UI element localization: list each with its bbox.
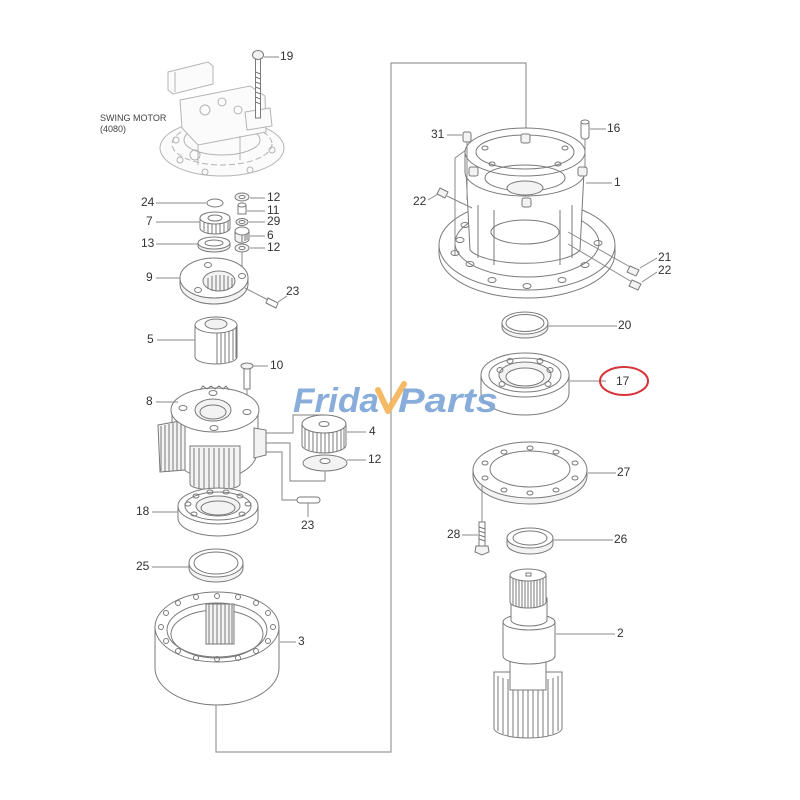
part-21-plug — [567, 231, 658, 277]
callout-13: 13 — [141, 236, 155, 250]
callout-27: 27 — [617, 465, 631, 479]
callout-12-c: 12 — [368, 452, 382, 466]
callout-22-b: 22 — [658, 263, 672, 277]
part-16-pin — [580, 119, 606, 168]
part-24-o-ring — [156, 198, 224, 208]
part-18-bearing — [152, 487, 259, 537]
callout-26: 26 — [614, 532, 628, 546]
watermark-text-left: Frida — [293, 382, 379, 420]
part-22-plug-left — [427, 187, 473, 209]
part-27-plate — [472, 441, 616, 505]
part-22-plug-right — [567, 243, 658, 291]
assembly-label: SWING MOTOR — [100, 113, 167, 123]
callout-22-a: 22 — [413, 194, 427, 208]
callout-7: 7 — [146, 214, 153, 228]
callout-11: 11 — [267, 203, 280, 217]
part-11-bushing — [237, 202, 265, 215]
watermark-accent-check-icon — [375, 381, 407, 414]
callout-21: 21 — [658, 250, 672, 264]
part-12-washer-top — [234, 192, 265, 202]
callout-5: 5 — [147, 332, 154, 346]
callout-16: 16 — [607, 121, 621, 135]
highlight-circle-17 — [599, 366, 649, 396]
part-23-pin-upper — [244, 287, 288, 309]
callout-31: 31 — [431, 127, 445, 141]
callout-2: 2 — [617, 626, 624, 640]
part-8-planet-carrier — [156, 385, 267, 491]
callout-labels: 19 24 12 11 7 29 13 6 12 9 23 5 10 8 4 1… — [136, 49, 672, 648]
part-29-ring — [235, 218, 265, 226]
callout-4: 4 — [369, 424, 376, 438]
part-3-ring-gear — [154, 591, 296, 706]
part-19-bolt — [252, 50, 279, 119]
callout-12-b: 12 — [267, 240, 281, 254]
part-26-seal — [506, 527, 613, 555]
part-1-housing — [438, 127, 616, 299]
part-9-plate — [156, 257, 249, 305]
callout-18: 18 — [136, 504, 150, 518]
callout-28: 28 — [447, 527, 461, 541]
part-12-thrust-washer — [302, 454, 366, 472]
callout-20: 20 — [618, 318, 632, 332]
part-13-washer — [156, 236, 231, 253]
callout-6: 6 — [267, 228, 274, 242]
part-28-bolt — [462, 485, 490, 556]
watermark-logo: Frida Parts — [293, 381, 498, 420]
part-20-seal — [501, 311, 617, 339]
callout-24: 24 — [141, 195, 155, 209]
callout-17: 17 — [616, 374, 630, 388]
part-7-gear — [156, 211, 231, 235]
callout-23-a: 23 — [286, 284, 300, 298]
part-25-ring — [152, 548, 244, 583]
callout-9: 9 — [146, 270, 153, 284]
swing-motor-illustration — [159, 61, 285, 177]
part-2-pinion-shaft — [493, 568, 615, 739]
part-4-planet-gear — [301, 414, 366, 454]
callout-12-a: 12 — [267, 190, 281, 204]
assembly-code: (4080) — [100, 124, 126, 134]
part-23-pin-lower — [296, 496, 321, 517]
callout-29: 29 — [267, 214, 281, 228]
part-5-sun-gear — [157, 316, 238, 365]
callout-19: 19 — [280, 49, 294, 63]
part-17-bearing — [480, 352, 606, 416]
part-12-washer-lower — [234, 243, 265, 276]
part-6-nut — [234, 226, 265, 244]
callout-25: 25 — [136, 559, 150, 573]
watermark-text-right: Parts — [398, 382, 498, 420]
callout-1: 1 — [614, 175, 621, 189]
callout-8: 8 — [146, 394, 153, 408]
callout-23-b: 23 — [301, 518, 315, 532]
part-31-plug — [447, 131, 472, 255]
callout-10: 10 — [270, 358, 284, 372]
callout-3: 3 — [298, 634, 305, 648]
